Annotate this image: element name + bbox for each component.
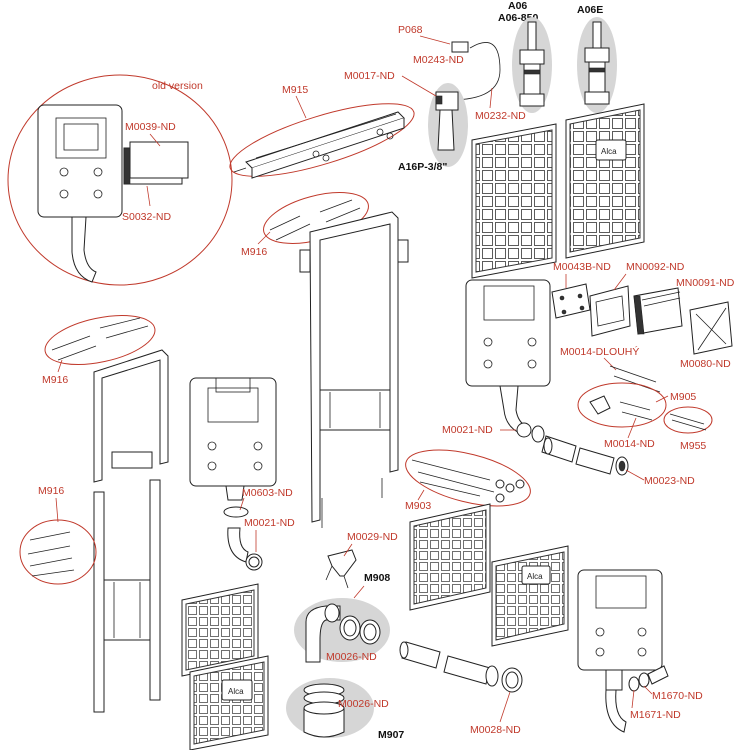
label-m0014-nd: M0014-ND (604, 438, 655, 450)
label-mn0092-nd: MN0092-ND (626, 261, 685, 273)
m0080-plate (689, 301, 733, 355)
label-m0028-nd: M0028-ND (470, 724, 521, 736)
m0043b-frame (551, 283, 591, 319)
m916-left-bottom-group (19, 519, 97, 585)
a06-valve (512, 17, 552, 113)
label-m955: M955 (680, 440, 706, 452)
m0023-pipe (541, 435, 629, 476)
tall-frame (299, 211, 409, 528)
label-m0232-nd: M0232-ND (475, 110, 526, 122)
bottom-left-plates: Alca (181, 583, 269, 750)
middle-cistern (189, 377, 277, 571)
m903-group (405, 449, 531, 507)
label-m0603-nd: M0603-ND (242, 487, 293, 499)
old-flush-pipe (71, 216, 97, 283)
plate-logo-bottom-middle: Alca (527, 572, 543, 581)
label-m0021-nd-left: M0021-ND (244, 517, 295, 529)
m0014-long-rods (609, 365, 661, 393)
label-m1670-nd: M1670-ND (652, 690, 703, 702)
label-m0023-nd: M0023-ND (644, 475, 695, 487)
plate-logo-upper: Alca (601, 147, 617, 156)
label-m0243-nd: M0243-ND (413, 54, 464, 66)
left-frame (93, 349, 169, 713)
label-mn0091-nd: MN0091-ND (676, 277, 735, 289)
label-m905: M905 (670, 391, 696, 403)
bottom-middle-plates: Alca (409, 503, 569, 647)
old-version-group (7, 74, 233, 286)
right-cistern (465, 279, 551, 443)
m905-group (577, 382, 667, 428)
label-m908: M908 (364, 572, 390, 584)
mn0092-frame (589, 285, 631, 337)
m915-group (229, 103, 415, 179)
old-version-outline (7, 74, 233, 286)
old-actuator-frame (123, 141, 189, 185)
label-m0080-nd: M0080-ND (680, 358, 731, 370)
label-s0032-nd: S0032-ND (122, 211, 171, 223)
old-version-label: old version (152, 80, 203, 92)
m907-group (286, 678, 374, 738)
m915-bar (245, 111, 405, 169)
label-m916-left: M916 (42, 374, 68, 386)
valve-assembly (428, 41, 501, 167)
label-m916-bottom: M916 (38, 485, 64, 497)
label-m907: M907 (378, 729, 404, 741)
m0029-bracket (325, 549, 357, 589)
mn0091-box (633, 287, 683, 335)
label-m0026-nd-lower: M0026-ND (338, 698, 389, 710)
label-m0026-nd-upper: M0026-ND (326, 651, 377, 663)
m955-group (663, 406, 713, 434)
label-m0043b-nd: M0043B-ND (553, 261, 611, 273)
label-a06e: A06E (577, 4, 603, 16)
a06e-valve (577, 17, 617, 113)
label-m0029-nd: M0029-ND (347, 531, 398, 543)
label-a16p: A16P-3/8" (398, 161, 447, 173)
label-m0017-nd: M0017-ND (344, 70, 395, 82)
plate-logo-bottom-left: Alca (228, 687, 244, 696)
m908-group (294, 598, 390, 663)
label-m0039-nd: M0039-ND (125, 121, 176, 133)
label-p068: P068 (398, 24, 423, 36)
label-m916-upper: M916 (241, 246, 267, 258)
right-upper-plates: Alca (471, 103, 645, 279)
bottom-right-cistern (577, 569, 669, 733)
label-m915: M915 (282, 84, 308, 96)
m0243-fitting (451, 41, 469, 53)
m0028-pipe (399, 641, 523, 693)
old-cistern (37, 104, 123, 218)
label-a06: A06 (508, 0, 527, 12)
m916-left-top-group (44, 315, 156, 365)
label-m1671-nd: M1671-ND (630, 709, 681, 721)
label-m0014-dlouhy: M0014-DLOUHÝ (560, 345, 639, 358)
label-m903: M903 (405, 500, 431, 512)
label-m0021-nd-right: M0021-ND (442, 424, 493, 436)
